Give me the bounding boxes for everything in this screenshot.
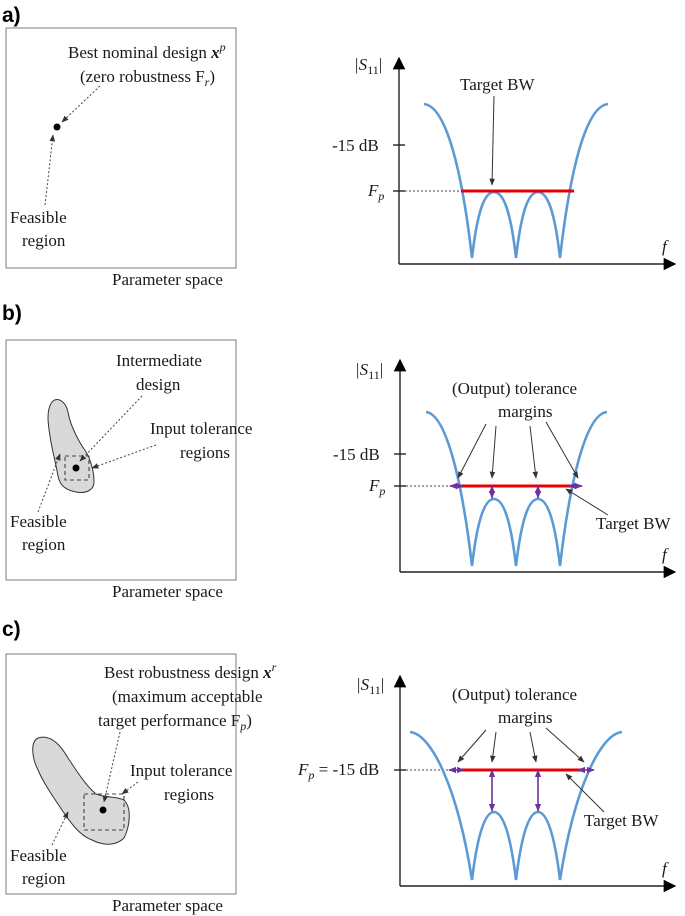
panel-c-feasible-label-line2: region — [22, 869, 66, 888]
panel-b-target-bw-label: Target BW — [596, 514, 671, 533]
panel-b-parameter-space-caption: Parameter space — [112, 582, 223, 601]
panel-b: b) Parameter space Intermediate design I… — [2, 302, 677, 601]
panel-b-margins-pointer-3 — [529, 425, 539, 479]
panel-b-tolerance-pointer — [91, 444, 157, 469]
panel-b-margins-pointer-4 — [545, 421, 579, 479]
panel-a-y-axis-label: |S11| — [354, 55, 382, 77]
panel-c-tag: c) — [2, 618, 21, 641]
panel-c-margins-pointer-3 — [529, 731, 538, 763]
panel-a-design-label-line2: (zero robustness Fr) — [80, 67, 215, 89]
panel-b-margins-pointer-1 — [457, 423, 487, 479]
panel-c-feasible-label-line1: Feasible — [10, 846, 67, 865]
panel-a-tick-fp-label: Fp — [367, 181, 384, 203]
panel-b-target-bw-pointer — [565, 488, 609, 516]
panel-b-s11-curve — [425, 410, 608, 567]
panel-b-y-axis-label: |S11| — [355, 360, 383, 382]
panel-a-s11-curve — [423, 102, 609, 259]
panel-c-y-axis-label: |S11| — [356, 675, 384, 697]
panel-c-input-tolerance-box — [83, 793, 125, 831]
panel-a-feasible-label-line1: Feasible — [10, 208, 67, 227]
panel-c-margins-pointer-1 — [457, 729, 487, 763]
panel-c-feasible-region — [32, 736, 130, 845]
panel-a-parameter-space-box — [5, 27, 237, 269]
panel-c-x-axis-label: f — [662, 859, 669, 878]
panel-b-feasible-label-line1: Feasible — [10, 512, 67, 531]
panel-c: c) Parameter space Best robustness desig… — [2, 618, 677, 915]
panel-c-margins-pointer-2 — [490, 731, 497, 763]
panel-b-intermediate-design-point — [72, 464, 80, 472]
panel-c-margins-pointer-4 — [545, 727, 585, 763]
panel-a-parameter-space-caption: Parameter space — [112, 270, 223, 289]
panel-c-tolerance-pointer — [121, 781, 139, 795]
panel-c-target-bw-pointer — [565, 773, 605, 813]
panel-a-x-axis-label: f — [662, 237, 669, 256]
panel-b-margins-pointer-2 — [489, 425, 497, 479]
panel-b-input-tolerance-box — [64, 455, 90, 481]
panel-c-target-bw-label: Target BW — [584, 811, 659, 830]
panel-b-intermediate-pointer — [79, 395, 143, 462]
panel-b-tolerance-label-line1: Input tolerance — [150, 419, 252, 438]
panel-a-tick-15db-label: -15 dB — [332, 136, 379, 155]
panel-a-target-bw-pointer — [489, 95, 495, 186]
panel-b-margins-label-line1: (Output) tolerance — [452, 379, 577, 398]
panel-b-tick-fp-label: Fp — [368, 476, 385, 498]
panel-b-tolerance-label-line2: regions — [180, 443, 230, 462]
panel-c-margins-label-line2: margins — [498, 708, 552, 727]
panel-b-tick-15db-label: -15 dB — [333, 445, 380, 464]
panel-b-feasible-region — [47, 399, 95, 493]
panel-a: a) Parameter space Best nominal design x… — [2, 4, 677, 289]
panel-c-parameter-space-caption: Parameter space — [112, 896, 223, 915]
panel-c-tolerance-label-line1: Input tolerance — [130, 761, 232, 780]
panel-a-target-bw-label: Target BW — [460, 75, 535, 94]
panel-c-design-label-line3: target performance Fp) — [98, 711, 252, 733]
panel-c-tolerance-label-line2: regions — [164, 785, 214, 804]
panel-a-design-label-line1: Best nominal design xp — [68, 40, 226, 62]
panel-c-design-label-line2: (maximum acceptable — [112, 687, 263, 706]
panel-b-parameter-space-box — [5, 339, 237, 581]
panel-c-design-label-line1: Best robustness design xr — [104, 660, 277, 682]
panel-b-margins-label-line2: margins — [498, 402, 552, 421]
panel-a-design-pointer — [61, 85, 101, 123]
panel-b-intermediate-label-line1: Intermediate — [116, 351, 202, 370]
panel-a-nominal-design-point — [53, 123, 61, 131]
panel-b-intermediate-label-line2: design — [136, 375, 181, 394]
panel-c-margins-label-line1: (Output) tolerance — [452, 685, 577, 704]
panel-a-feasible-label-line2: region — [22, 231, 66, 250]
panel-a-tag: a) — [2, 4, 21, 27]
panel-b-x-axis-label: f — [662, 545, 669, 564]
panel-b-feasible-label-line2: region — [22, 535, 66, 554]
panel-c-s11-curve — [409, 730, 623, 881]
panel-c-robust-design-point — [99, 806, 107, 814]
panel-c-tick-fp-label: Fp = -15 dB — [297, 760, 379, 782]
panel-b-tag: b) — [2, 302, 22, 325]
